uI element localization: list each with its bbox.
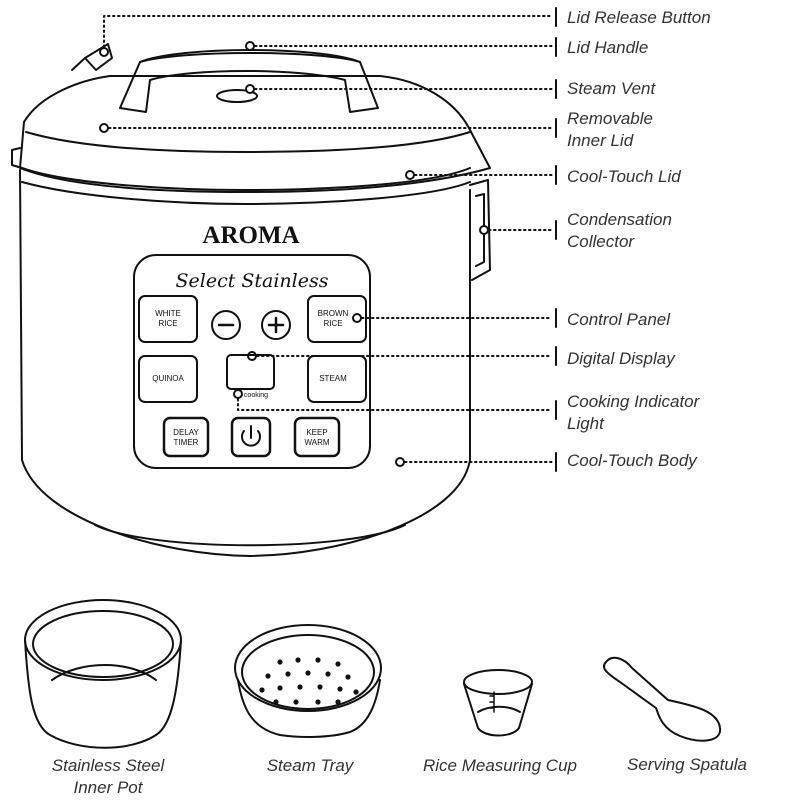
lid-edge-band <box>25 131 471 153</box>
white-rice-button <box>138 295 198 343</box>
steam-tray-drawing <box>234 624 382 738</box>
inner-pot-drawing <box>24 599 182 749</box>
power-button <box>230 416 272 458</box>
digital-display-window <box>226 354 275 390</box>
panel-script-title: Select Stainless <box>175 270 328 292</box>
label-steam-tray: Steam Tray <box>266 756 354 775</box>
callout-leaders <box>103 15 553 463</box>
condensation-collector-shape <box>469 179 491 281</box>
quinoa-label: QUINOA <box>152 374 184 383</box>
minus-button <box>211 310 241 340</box>
label-serving-spatula: Serving Spatula <box>626 755 748 774</box>
label-measuring-cup: Rice Measuring Cup <box>422 756 577 775</box>
label-lid-release-button: Lid Release Button <box>567 8 711 27</box>
label-steam-vent: Steam Vent <box>567 79 656 98</box>
brand-logo: AROMA <box>202 222 299 249</box>
lid-outline <box>19 75 491 193</box>
measuring-cup-drawing <box>463 669 533 737</box>
cooker-body-outline <box>19 169 471 557</box>
rice-cooker <box>11 43 491 557</box>
body-rim <box>21 167 471 191</box>
lid-release-button-shape <box>84 43 113 71</box>
spatula-drawing <box>602 656 722 742</box>
label-cool-touch-body: Cool-Touch Body <box>567 451 697 470</box>
label-cooking-indicator-light: Cooking Indicator Light <box>567 392 700 433</box>
steam-vent-shape <box>216 89 258 103</box>
cooker-base-foot <box>94 524 406 547</box>
label-control-panel: Control Panel <box>567 310 671 329</box>
handle-top-line <box>139 52 361 63</box>
quinoa-button <box>138 355 198 403</box>
keep-warm-button <box>293 416 341 458</box>
label-cool-touch-lid: Cool-Touch Lid <box>567 167 681 186</box>
label-inner-pot: Stainless Steel Inner Pot <box>51 756 165 797</box>
power-icon <box>241 425 261 447</box>
label-digital-display: Digital Display <box>567 349 675 368</box>
steam-button <box>307 355 367 403</box>
lid-handle-shape <box>119 49 379 113</box>
lid-hinge-left <box>11 147 23 169</box>
delay-timer-button <box>162 416 210 458</box>
label-removable-inner-lid: Removable Inner Lid <box>567 109 653 150</box>
label-lid-handle: Lid Handle <box>567 38 649 57</box>
control-panel-face <box>133 254 371 469</box>
steam-label: STEAM <box>319 374 347 383</box>
cooking-label: cooking <box>244 392 268 399</box>
label-condensation-collector: Condensation Collector <box>567 210 672 251</box>
plus-button <box>261 310 291 340</box>
body-rim-lower <box>21 181 471 205</box>
brown-rice-button <box>307 295 367 343</box>
